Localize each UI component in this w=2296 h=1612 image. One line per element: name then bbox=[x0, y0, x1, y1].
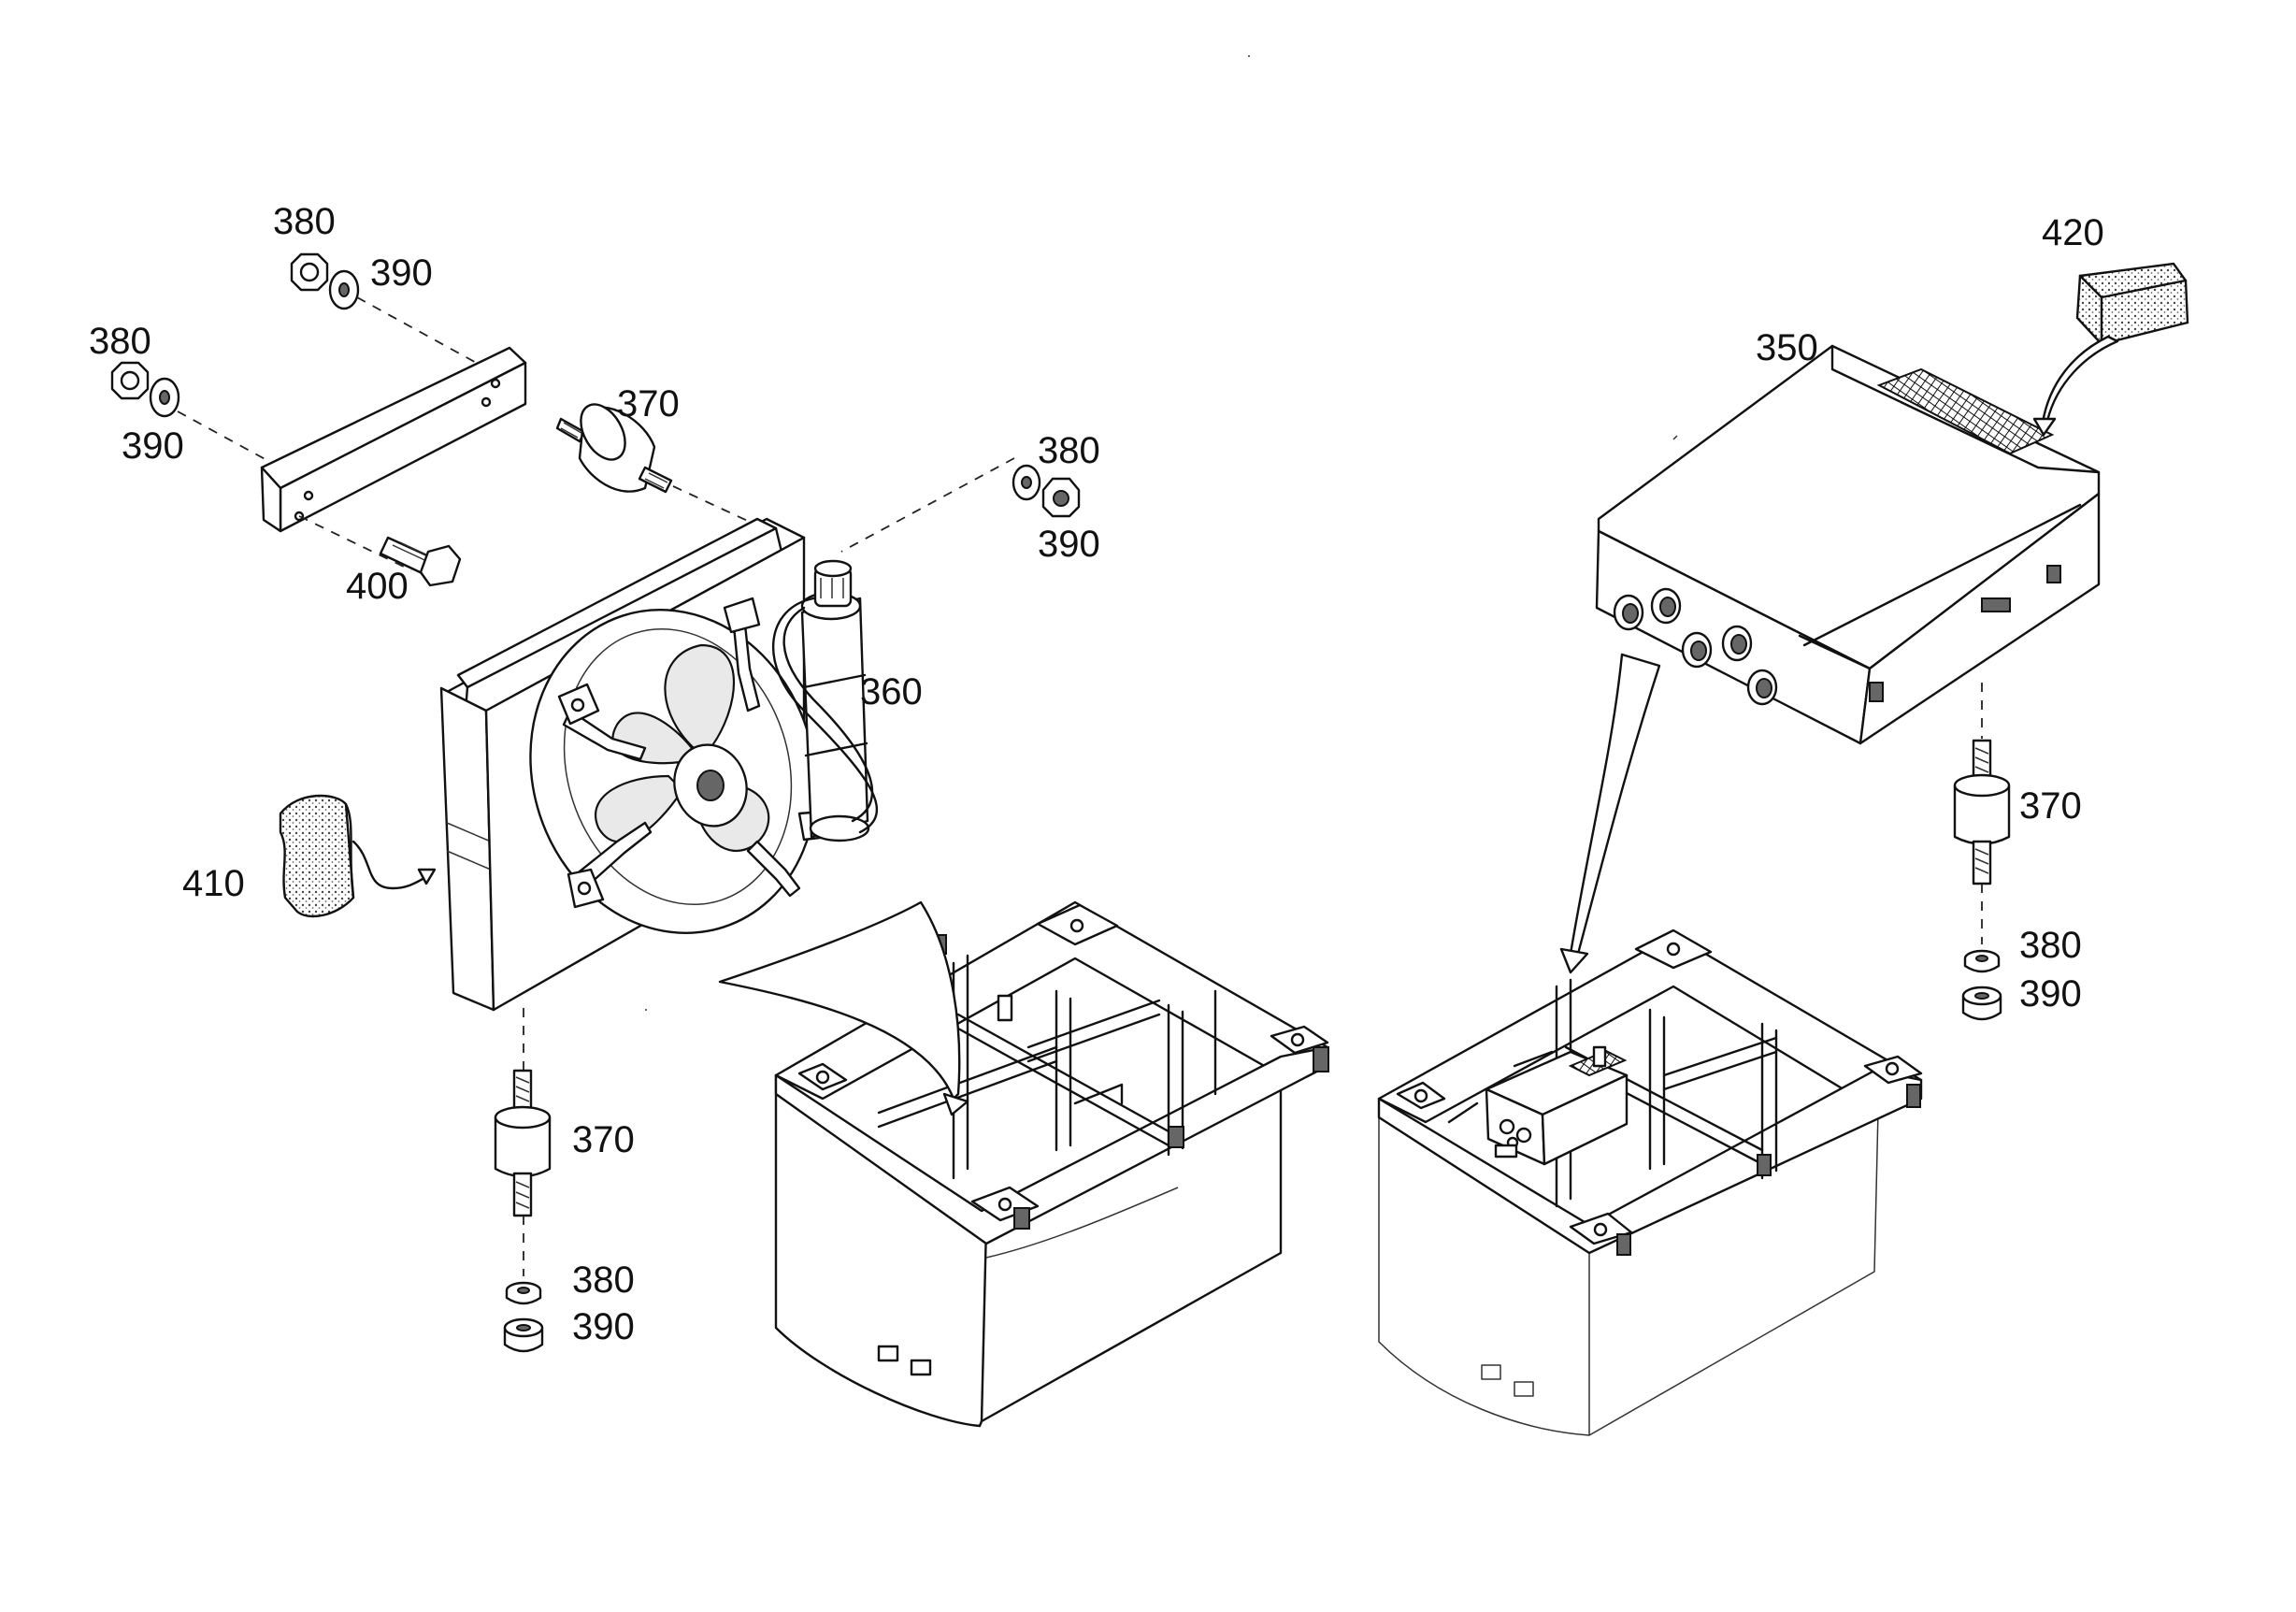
foam-pad-420 bbox=[2075, 262, 2189, 346]
washer-380-right bbox=[1012, 464, 1041, 501]
mount-370-lower-left bbox=[494, 1069, 552, 1217]
callout-380-left: 380 bbox=[89, 321, 151, 362]
callout-420: 420 bbox=[2042, 212, 2104, 253]
install-arrow-center-head bbox=[942, 1092, 969, 1116]
arrow-410 bbox=[352, 840, 434, 890]
arrow-420 bbox=[2041, 335, 2119, 425]
callout-390-top: 390 bbox=[370, 252, 433, 294]
callout-390-right-lower: 390 bbox=[2019, 973, 2082, 1015]
callout-390-lower-left: 390 bbox=[572, 1306, 635, 1347]
washer-390-top bbox=[328, 269, 360, 310]
washer-380-right-lower bbox=[1963, 949, 2001, 973]
foam-pad-410 bbox=[279, 794, 355, 918]
angle-bracket bbox=[260, 346, 527, 533]
nut-380-top bbox=[290, 252, 329, 292]
condenser-fan-unit-360 bbox=[439, 517, 829, 1012]
control-housing-350 bbox=[1595, 344, 2101, 745]
mount-370-horizontal bbox=[555, 403, 673, 494]
nut-390-right bbox=[1041, 477, 1081, 518]
install-arrow-right bbox=[1569, 653, 1661, 956]
callout-410: 410 bbox=[182, 863, 245, 904]
bolt-400 bbox=[379, 536, 462, 587]
install-arrow-right-head bbox=[1559, 947, 1589, 974]
nut-390-lower-left bbox=[503, 1317, 544, 1353]
leader-left-washer bbox=[177, 410, 281, 468]
callout-350: 350 bbox=[1756, 327, 1818, 368]
callout-360: 360 bbox=[860, 671, 923, 712]
washer-380-lower-left bbox=[505, 1281, 542, 1305]
callout-370-lower-left: 370 bbox=[572, 1119, 635, 1160]
install-arrow-center bbox=[718, 900, 961, 1101]
receiver-drier bbox=[772, 559, 879, 842]
open-frame-enclosure-left bbox=[774, 900, 1329, 1428]
callout-390-right: 390 bbox=[1038, 524, 1100, 565]
callout-370-right: 370 bbox=[2019, 785, 2082, 827]
callout-400: 400 bbox=[346, 566, 409, 607]
callout-370-top: 370 bbox=[617, 383, 680, 425]
callout-380-right-lower: 380 bbox=[2019, 925, 2082, 966]
open-frame-enclosure-right bbox=[1377, 928, 1923, 1436]
callout-380-right: 380 bbox=[1038, 430, 1100, 471]
nut-380-left bbox=[110, 361, 150, 400]
callout-390-left: 390 bbox=[122, 425, 184, 467]
mount-370-right bbox=[1953, 739, 2011, 885]
callout-380-lower-left: 380 bbox=[572, 1259, 635, 1301]
callout-380-top: 380 bbox=[273, 201, 336, 242]
washer-390-left bbox=[149, 377, 180, 418]
specks bbox=[645, 55, 1678, 1011]
leader-bracket-bolt bbox=[298, 515, 412, 571]
nut-390-right-lower bbox=[1961, 986, 2002, 1021]
leader-right-nut bbox=[840, 457, 1015, 553]
leader-mount-370 bbox=[672, 485, 805, 548]
